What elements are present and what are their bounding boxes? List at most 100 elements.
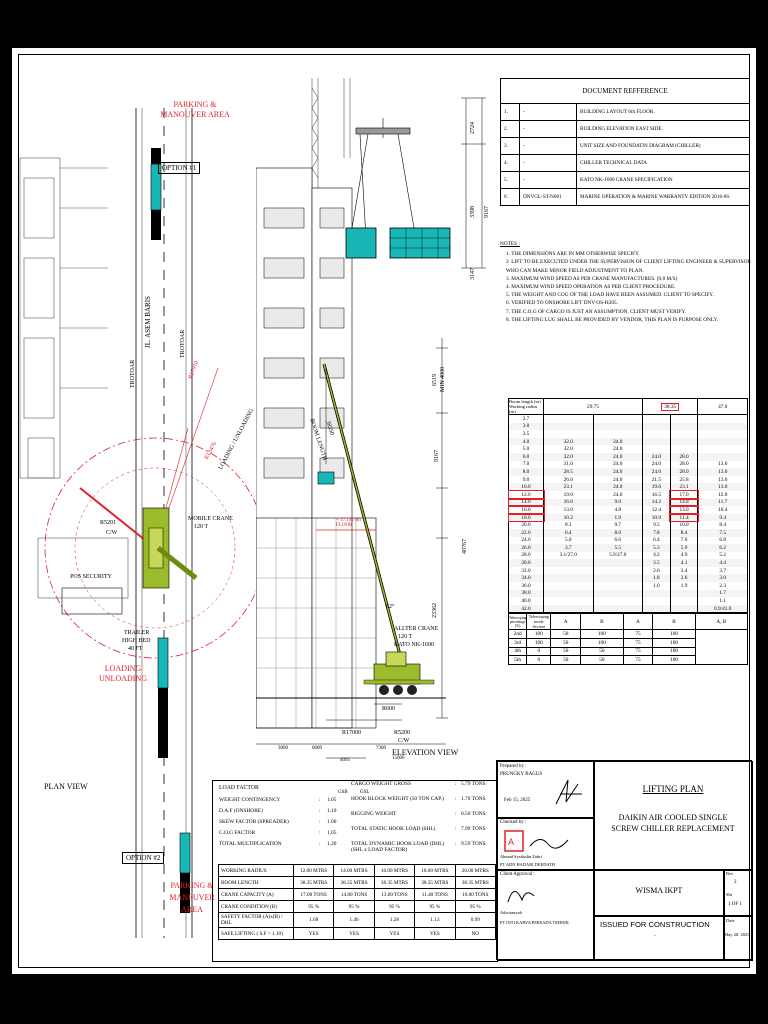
load-factor-row: CARGO WEIGHT GROSS:5.79 TONS: [351, 781, 495, 796]
elevation-view-drawing: [256, 78, 486, 759]
capacity-cell: [543, 566, 594, 575]
radius-cell: 2.7: [508, 414, 544, 423]
notes-title: NOTES :: [500, 241, 520, 247]
dim-3000: 3000: [278, 746, 288, 751]
table-row: 5.-KATO NK-1600 CRANE SPECIFICATION: [500, 171, 750, 189]
capacity-cell: [669, 437, 699, 446]
capacity-cell: [669, 414, 699, 423]
value-cell: NO: [454, 927, 497, 940]
elev-counterweight: C/W: [398, 738, 410, 744]
crane-load-chart: Boom length (m)Working radius (m) 29.75 …: [507, 398, 749, 665]
tele-col: B: [652, 613, 696, 631]
tele-header: Telescoping percentage (%) Telescoping m…: [507, 613, 749, 631]
value-cell: 18.00 MTRS: [414, 864, 456, 877]
capacity-cell: 10.9: [642, 513, 671, 522]
forty-ft-label: 40 FT: [128, 646, 143, 652]
ref-no: 6.: [500, 188, 520, 206]
pos-security-label: POS SECURITY: [70, 574, 112, 580]
capacity-cell: 10.0: [669, 521, 699, 529]
capacity-cell: 1.9: [669, 582, 699, 590]
capacity-cell: 8.4: [697, 521, 748, 529]
capacity-cell: [592, 414, 644, 423]
capacity-cell: [669, 597, 699, 605]
prepared-name: PRUNGKY BAGUS: [500, 772, 543, 777]
load-factor-row: D.A.F (ONSHORE):1.10: [219, 808, 349, 819]
load-factor-row: SKEW FACTOR (SPREADER):1.00: [219, 819, 349, 830]
factor-name: RIGGING WEIGHT: [351, 811, 397, 817]
factor-value: 1.20: [327, 841, 337, 847]
dim-min-4000: MIN 4000: [440, 366, 446, 392]
value-cell: YES: [373, 927, 416, 940]
capacity-cell: [592, 422, 644, 431]
capacity-cell: 23.1: [543, 483, 594, 491]
factor-name: HOOK BLOCK WEIGHT (50 TON CAP.): [351, 796, 444, 802]
title-cell: LIFTING PLAN DAIKIN AIR COOLED SINGLE SC…: [593, 761, 753, 871]
value-cell: 38.35 MTRS: [373, 876, 416, 889]
capacity-cell: [592, 566, 644, 575]
capacity-cell: [642, 430, 671, 438]
capacity-cell: [642, 437, 671, 446]
client-cell: Client Approval : Adwiansyah PT INTI KAR…: [497, 869, 595, 961]
radius-cell: 7.0: [508, 460, 544, 469]
capacity-cell: [543, 604, 594, 613]
capacity-cell: [669, 430, 699, 438]
note-item: 3. MAXIMUM WIND SPEED AS PER CRANE MANUF…: [506, 275, 678, 282]
ref-no: 2.: [500, 120, 520, 138]
value-cell: 10.00 TONS: [454, 888, 497, 901]
tele-cell: 100: [652, 655, 696, 665]
tele-section: Section: [532, 624, 546, 630]
boom-col-1: 29.75: [542, 398, 644, 415]
capacity-cell: 6.4: [642, 536, 671, 545]
factor-colon: :: [319, 819, 321, 825]
tele-cell: 50: [550, 655, 582, 665]
capacity-cell: 23.1: [669, 483, 699, 491]
factor-name: WEIGHT CONTINGENCY: [219, 797, 281, 803]
capacity-cell: 14.2: [642, 498, 671, 507]
document-reference-table: DOCUMENT REFFERENCE 1.-BUILDING LAYOUT 6…: [500, 78, 750, 206]
capacity-cell: 1.8: [642, 574, 671, 583]
factor-colon: :: [455, 796, 457, 802]
value-cell: 1.68: [292, 912, 335, 928]
ref-code: -: [519, 120, 577, 138]
capacity-cell: [669, 445, 699, 453]
capacity-cell: [592, 582, 644, 590]
capacity-cell: 5.2: [697, 551, 748, 560]
tele-cell: 100: [580, 629, 624, 640]
row-header: CRANE CAPACITY (A): [218, 888, 294, 901]
tele-cell: 100: [652, 629, 696, 640]
capacity-cell: 1.0: [642, 582, 671, 590]
radius-cell: 3.0: [508, 422, 544, 431]
tele-cell: 50: [550, 646, 582, 657]
tele-cell: 50: [550, 638, 582, 648]
load-factor-row: HOOK BLOCK WEIGHT (50 TON CAP.):1.70 TON…: [351, 796, 495, 811]
tele-col: B: [580, 613, 624, 631]
value-cell: 38.35 MTRS: [454, 876, 497, 889]
capacity-cell: 24.0: [592, 445, 644, 453]
tele-col: A, B: [694, 613, 749, 631]
capacity-cell: 5.9/27.0: [592, 551, 644, 560]
tele-cell: 50: [550, 629, 582, 640]
mobile-crane-label: MOBILE CRANE: [188, 516, 233, 522]
parking-area-bottom-label: PARKING & MANEUVER AREA: [169, 881, 215, 914]
client-signature: [507, 891, 535, 903]
drawing-border: [18, 54, 750, 968]
note-item: 1. THE DIMENSIONS ARE IN MM OTHERWISE SP…: [506, 251, 640, 258]
capacity-cell: [543, 574, 594, 583]
dim-4095: 4095: [340, 758, 350, 763]
ground-label-gsb: GSB: [338, 790, 348, 795]
factor-name: TOTAL DYNAMIC HOOK LOAD (DHL) (SHL x LOA…: [351, 841, 445, 853]
factor-colon: :: [319, 841, 321, 847]
capacity-cell: 11.4: [669, 512, 699, 523]
factor-value: 1.00: [327, 819, 337, 825]
rev-label: Rev: [726, 871, 734, 876]
capacity-cell: 32.0: [543, 452, 594, 461]
sht-value: 1 OF 1: [728, 902, 742, 907]
capacity-cell: [592, 574, 644, 583]
